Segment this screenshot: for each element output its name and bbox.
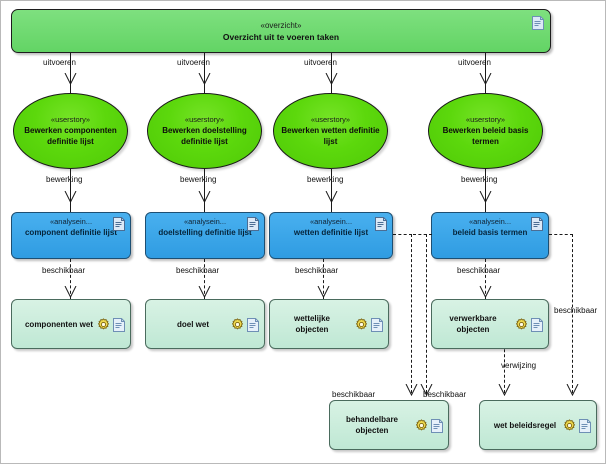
document-icon	[375, 217, 387, 231]
usecase-name-2: Bewerken doelstelling definitie lijst	[162, 126, 247, 146]
edge-uitvoeren-3	[331, 53, 332, 101]
edge-label-uitvoeren-4: uitvoeren	[458, 58, 491, 67]
gear-icon	[515, 318, 528, 331]
gear-icon	[231, 318, 244, 331]
analysis-stereotype-4: «analysein...	[468, 217, 512, 226]
edge-uitvoeren-4	[485, 53, 486, 101]
edge-verwijzing-1	[504, 339, 505, 393]
edge-label-bewerking-1: bewerking	[46, 175, 83, 184]
object-node-5[interactable]: behandelbare objecten	[329, 400, 449, 450]
edge-label-uitvoeren-3: uitvoeren	[304, 58, 337, 67]
analysis-name-1: component definitie lijst	[24, 228, 117, 237]
edge-route-beleid-to-beleidsregel-h	[549, 234, 573, 235]
usecase-name-4: Bewerken beleid basis termen	[442, 126, 529, 146]
edge-label-beschikbaar-2: beschikbaar	[176, 266, 220, 275]
edge-label-beschikbaar-4: beschikbaar	[457, 266, 501, 275]
gear-icon	[415, 419, 428, 432]
edge-route-wetten-to-behandelbare-v	[411, 234, 412, 393]
edge-bewerking-4	[485, 169, 486, 213]
gear-icon	[97, 318, 110, 331]
analysis-name-4: beleid basis termen	[452, 228, 528, 237]
usecase-node-3[interactable]: «userstory» Bewerken wetten definitie li…	[273, 93, 388, 169]
usecase-name-1: Bewerken componenten definitie lijst	[24, 126, 117, 146]
object-name-2: doel wet	[176, 319, 209, 329]
object-name-6: wet beleidsregel	[493, 420, 557, 430]
object-node-2[interactable]: doel wet	[145, 299, 265, 349]
edge-label-beschikbaar-7: beschikbaar	[554, 306, 598, 315]
object-node-4[interactable]: verwerkbare objecten	[431, 299, 549, 349]
usecase-node-2[interactable]: «userstory» Bewerken doelstelling defini…	[147, 93, 262, 169]
usecase-stereotype-1: «userstory»	[50, 115, 91, 124]
edge-label-beschikbaar-6: beschikbaar	[423, 390, 467, 399]
document-icon	[371, 318, 383, 332]
object-name-4: verwerkbare objecten	[449, 314, 497, 334]
edge-uitvoeren-2	[204, 53, 205, 101]
analysis-node-3[interactable]: «analysein... wetten definitie lijst	[269, 212, 393, 259]
edge-beschikbaar-4	[485, 259, 486, 299]
edge-route-beleid-to-behandelbare-h	[413, 234, 432, 235]
analysis-name-3: wetten definitie lijst	[293, 228, 369, 237]
edge-label-bewerking-3: bewerking	[307, 175, 344, 184]
object-node-3[interactable]: wettelijke objecten	[269, 299, 389, 349]
edge-beschikbaar-2	[204, 259, 205, 299]
edge-label-bewerking-4: bewerking	[461, 175, 498, 184]
usecase-stereotype-2: «userstory»	[184, 115, 225, 124]
overview-stereotype: «overzicht»	[260, 20, 302, 30]
document-icon	[531, 318, 543, 332]
analysis-stereotype-1: «analysein...	[49, 217, 93, 226]
analysis-node-1[interactable]: «analysein... component definitie lijst	[11, 212, 131, 259]
object-name-5: behandelbare objecten	[345, 415, 398, 435]
edge-label-verwijzing-1: verwijzing	[501, 361, 537, 370]
document-icon	[532, 16, 544, 30]
overview-node[interactable]: «overzicht» Overzicht uit te voeren take…	[11, 9, 551, 53]
document-icon	[113, 318, 125, 332]
document-icon	[113, 217, 125, 231]
edge-label-bewerking-2: bewerking	[180, 175, 217, 184]
object-name-3: wettelijke objecten	[293, 314, 330, 334]
overview-name: Overzicht uit te voeren taken	[222, 31, 340, 42]
edge-label-beschikbaar-5: beschikbaar	[332, 390, 376, 399]
usecase-stereotype-4: «userstory»	[465, 115, 506, 124]
object-node-1[interactable]: componenten wet	[11, 299, 131, 349]
document-icon	[531, 217, 543, 231]
edge-bewerking-2	[204, 169, 205, 213]
analysis-name-2: doelstelling definitie lijst	[158, 228, 252, 237]
usecase-node-1[interactable]: «userstory» Bewerken componenten definit…	[13, 93, 128, 169]
gear-icon	[355, 318, 368, 331]
edge-label-beschikbaar-1: beschikbaar	[42, 266, 86, 275]
document-icon	[579, 419, 591, 433]
document-icon	[431, 419, 443, 433]
edge-route-wetten-to-behandelbare-h	[393, 234, 412, 235]
usecase-stereotype-3: «userstory»	[310, 115, 351, 124]
analysis-stereotype-2: «analysein...	[183, 217, 227, 226]
object-node-6[interactable]: wet beleidsregel	[479, 400, 597, 450]
object-name-1: componenten wet	[24, 319, 93, 329]
edge-bewerking-1	[70, 169, 71, 213]
analysis-node-2[interactable]: «analysein... doelstelling definitie lij…	[145, 212, 265, 259]
edge-beschikbaar-3	[323, 259, 324, 299]
edge-label-beschikbaar-3: beschikbaar	[295, 266, 339, 275]
analysis-node-4[interactable]: «analysein... beleid basis termen	[431, 212, 549, 259]
document-icon	[247, 318, 259, 332]
usecase-node-4[interactable]: «userstory» Bewerken beleid basis termen	[428, 93, 543, 169]
edge-beschikbaar-1	[70, 259, 71, 299]
edge-label-uitvoeren-1: uitvoeren	[43, 58, 76, 67]
edge-uitvoeren-1	[70, 53, 71, 101]
gear-icon	[563, 419, 576, 432]
edge-route-beleid-to-behandelbare-v	[426, 234, 427, 393]
usecase-name-3: Bewerken wetten definitie lijst	[281, 126, 380, 146]
document-icon	[247, 217, 259, 231]
analysis-stereotype-3: «analysein...	[309, 217, 353, 226]
edge-bewerking-3	[331, 169, 332, 213]
edge-route-beleid-to-beleidsregel-v	[572, 234, 573, 393]
edge-label-uitvoeren-2: uitvoeren	[177, 58, 210, 67]
